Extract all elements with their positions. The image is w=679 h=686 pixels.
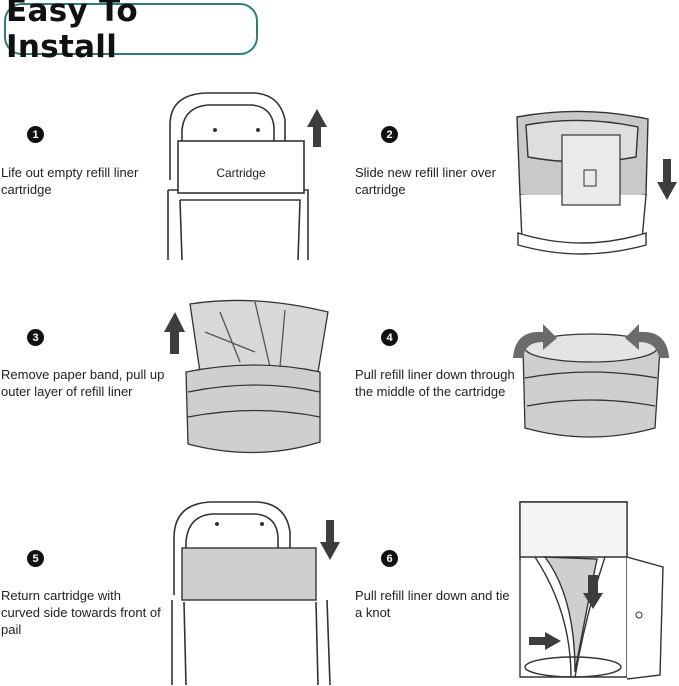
cartridge-label: Cartridge <box>216 166 266 180</box>
page-title: Easy To Install <box>6 0 138 65</box>
step-6-number: 6 <box>381 550 398 567</box>
step-1-illustration: Cartridge <box>167 92 327 261</box>
step-3-number: 3 <box>27 329 44 346</box>
down-arrow-icon <box>657 159 677 200</box>
step-2-text: Slide new refill liner over cartridge <box>355 165 496 197</box>
step-6-illustration <box>519 501 664 680</box>
step-6-text: Pull refill liner down and tie a knot <box>355 588 510 620</box>
down-arrow-icon <box>583 575 603 609</box>
step-1-number: 1 <box>27 126 44 143</box>
step-3-text: Remove paper band, pull up outer layer o… <box>1 367 165 399</box>
step-4-illustration <box>513 324 669 438</box>
step-3-illustration <box>164 299 329 454</box>
title-box: Easy To Install <box>4 0 258 65</box>
step-4-number: 4 <box>381 329 398 346</box>
step-2-illustration <box>516 110 677 255</box>
up-arrow-icon <box>307 109 327 147</box>
step-5-illustration <box>171 501 340 685</box>
step-1-text: Life out empty refill liner cartridge <box>1 165 139 197</box>
step-5-text: Return cartridge with curved side toward… <box>1 588 161 637</box>
step-4-text: Pull refill liner down through the middl… <box>355 367 515 399</box>
curved-arrow-right-icon <box>625 324 669 358</box>
curved-arrow-left-icon <box>513 324 557 358</box>
step-2-number: 2 <box>381 126 398 143</box>
step-5-number: 5 <box>27 550 44 567</box>
up-arrow-icon <box>164 312 185 354</box>
down-arrow-icon <box>320 520 340 560</box>
right-arrow-icon <box>529 632 561 650</box>
